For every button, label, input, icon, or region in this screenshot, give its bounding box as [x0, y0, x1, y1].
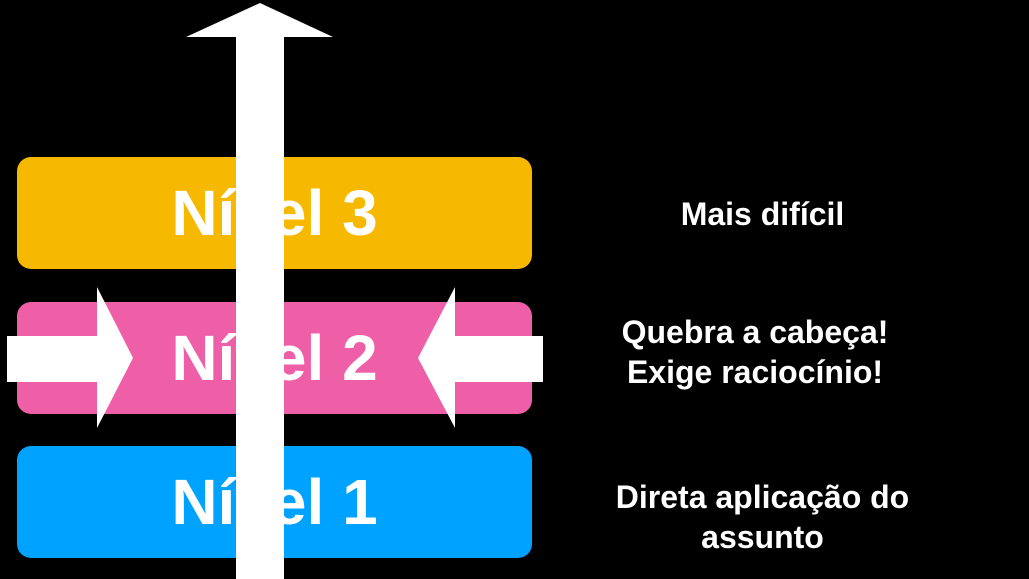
level-1-description: Direta aplicação do assunto [565, 477, 960, 557]
level-1-label: Nível 1 [171, 466, 378, 538]
up-arrow-icon [186, 3, 333, 579]
description-line: Quebra a cabeça! [621, 314, 889, 350]
description-line: Exige raciocínio! [626, 354, 884, 390]
left-pointing-arrow-icon [418, 287, 543, 428]
level-2-label: Nível 2 [171, 322, 378, 394]
level-3-label: Nível 3 [171, 177, 378, 249]
level-2-description: Quebra a cabeça! Exige raciocínio! [570, 312, 940, 392]
description-line: Mais difícil [680, 196, 845, 232]
description-line: assunto [701, 519, 824, 555]
level-3-description: Mais difícil [600, 194, 925, 234]
right-pointing-arrow-icon [7, 287, 133, 428]
description-line: Direta aplicação do [615, 479, 910, 515]
